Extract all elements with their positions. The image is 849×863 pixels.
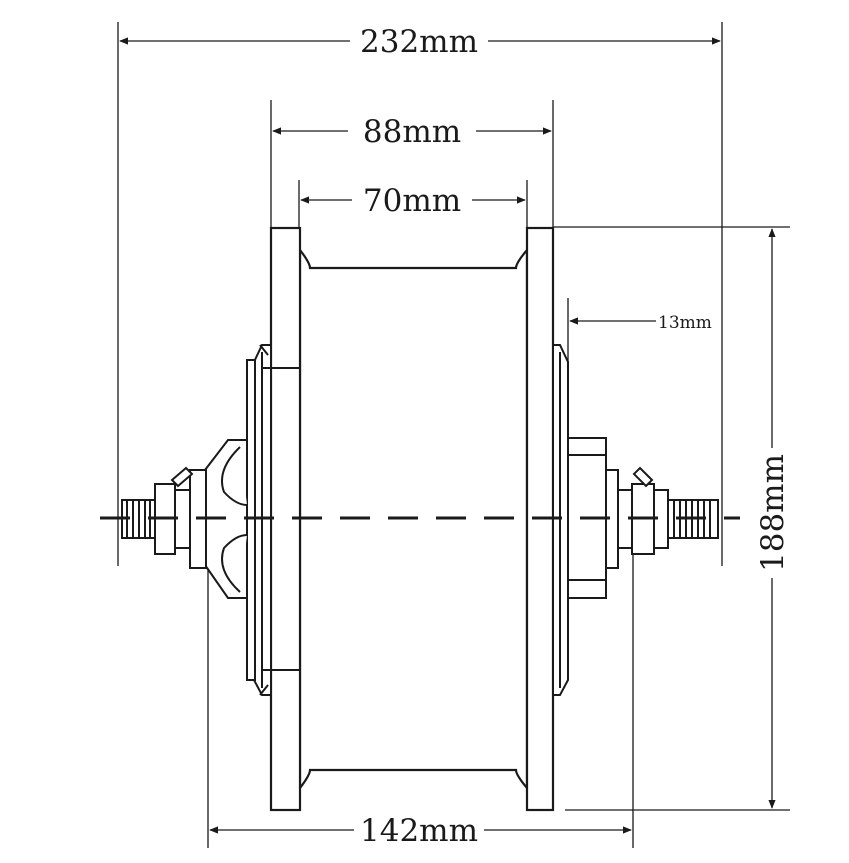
extension-lines — [117, 22, 790, 848]
dim-flange-spacing-label: 88mm — [363, 114, 461, 150]
dim-shell-diameter-label: 188mm — [755, 454, 791, 572]
right-side-assembly — [552, 344, 719, 696]
dim-dropout-width-label: 142mm — [360, 813, 478, 849]
dimension-lines — [119, 37, 776, 834]
dim-rim-width-label: 70mm — [363, 183, 461, 219]
dim-overall-width-label: 232mm — [360, 24, 478, 60]
left-side-assembly — [121, 344, 300, 696]
dim-side-offset-label: 13mm — [658, 313, 712, 333]
